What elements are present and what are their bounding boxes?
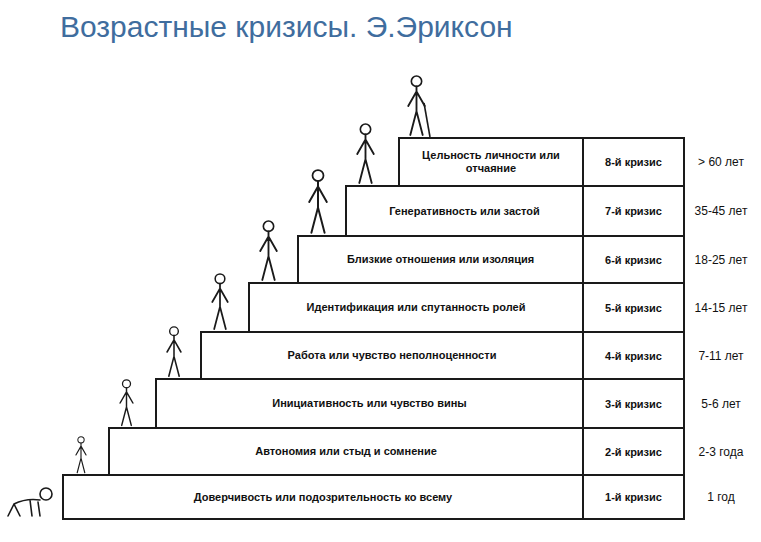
crisis-number: 2-й кризис: [582, 429, 683, 474]
crisis-number: 8-й кризис: [582, 139, 683, 185]
crisis-number: 7-й кризис: [582, 187, 683, 235]
crisis-name: Цельность личности или отчаяние: [400, 139, 582, 185]
age-range: 14-15 лет: [685, 284, 757, 331]
stage-step: Автономия или стыд и сомнение2-й кризис2…: [108, 427, 685, 476]
adult-figure: [357, 124, 374, 183]
age-range: > 60 лет: [685, 139, 757, 185]
baby-figure: [8, 488, 52, 516]
crisis-name: Автономия или стыд и сомнение: [110, 429, 582, 474]
age-range: 2-3 года: [685, 429, 757, 474]
diagram-title: Возрастные кризисы. Э.Эриксон: [60, 10, 513, 44]
crisis-name: Доверчивость или подозрительность ко все…: [64, 476, 582, 518]
crisis-name: Инициативность или чувство вины: [157, 380, 582, 427]
crisis-number: 6-й кризис: [582, 237, 683, 282]
age-range: 7-11 лет: [685, 333, 757, 378]
age-range: 35-45 лет: [685, 187, 757, 235]
teen-figure: [260, 221, 277, 280]
crisis-name: Генеративность или застой: [347, 187, 582, 235]
crisis-number: 1-й кризис: [582, 476, 683, 518]
crisis-name: Близкие отношения или изоляция: [299, 237, 582, 282]
crisis-number: 5-й кризис: [582, 284, 683, 331]
stage-step: Цельность личности или отчаяние8-й кризи…: [398, 137, 685, 187]
adult-figure: [309, 170, 327, 233]
stage-step: Генеративность или застой7-й кризис35-45…: [345, 185, 685, 237]
cane-line: [424, 103, 430, 137]
age-range: 1 год: [685, 476, 757, 518]
crisis-name: Идентификация или спутанность ролей: [250, 284, 582, 331]
crisis-name: Работа или чувство неполноценности: [202, 333, 582, 378]
elder-figure: [408, 76, 425, 135]
age-range: 18-25 лет: [685, 237, 757, 282]
crisis-number: 3-й кризис: [582, 380, 683, 427]
stage-step: Близкие отношения или изоляция6-й кризис…: [297, 235, 685, 284]
crisis-number: 4-й кризис: [582, 333, 683, 378]
age-range: 5-6 лет: [685, 380, 757, 427]
stage-step: Идентификация или спутанность ролей5-й к…: [248, 282, 685, 333]
child-figure: [120, 380, 133, 426]
stage-step: Доверчивость или подозрительность ко все…: [62, 474, 685, 520]
schoolchild-figure: [212, 274, 227, 329]
stage-step: Работа или чувство неполноценности4-й кр…: [200, 331, 685, 380]
toddler-figure: [76, 437, 86, 473]
stage-step: Инициативность или чувство вины3-й кризи…: [155, 378, 685, 429]
child-figure: [167, 327, 181, 376]
